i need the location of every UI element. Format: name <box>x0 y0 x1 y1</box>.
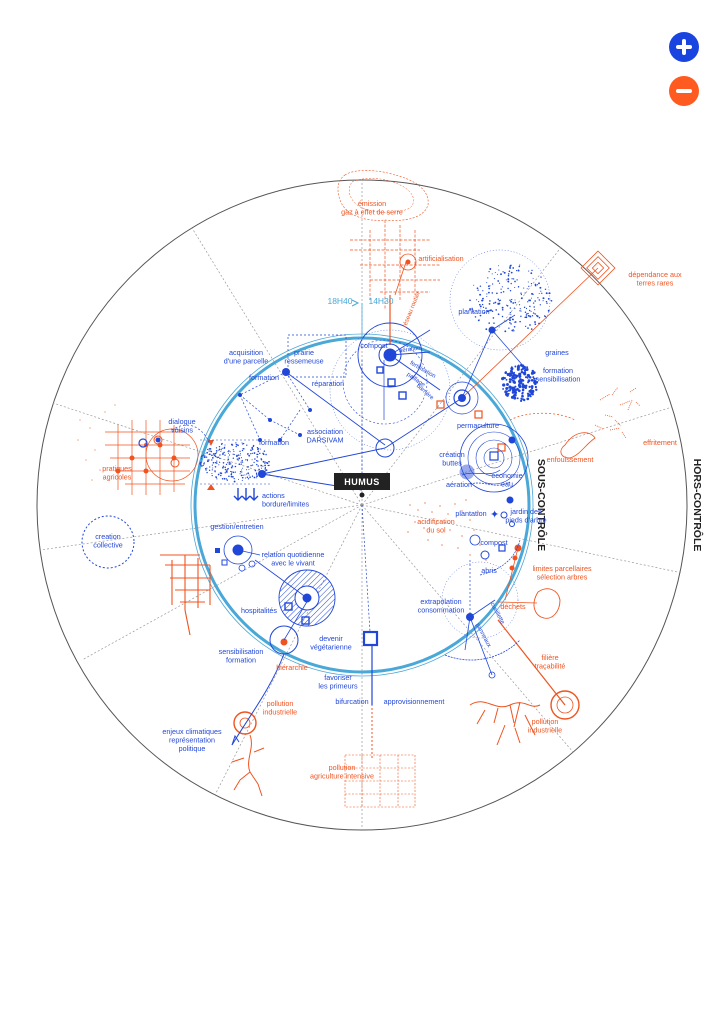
label-approvisionnement: approvisionnement <box>384 697 445 706</box>
rotated-label-aeration: aération <box>399 346 421 355</box>
label-plantation-2: plantation <box>455 509 486 518</box>
time-markers <box>351 299 363 340</box>
label-graines: graines <box>545 348 569 357</box>
time-label-1: 18H40 <box>327 296 352 306</box>
label-formation-a: formation <box>249 373 279 382</box>
zoom-in-button[interactable] <box>669 32 699 62</box>
blue-layer: ✦ <box>81 249 553 746</box>
radial-spokes <box>39 180 683 830</box>
svg-text:✦: ✦ <box>490 509 499 521</box>
label-bifurcation: bifurcation <box>335 697 368 706</box>
rotated-label-barriere: barrière <box>415 383 435 402</box>
orange-layer <box>77 170 641 808</box>
label-aeration-2: aération <box>446 480 472 489</box>
label-hierarchie: hiérarchie <box>276 663 308 672</box>
time-label-2: 14H30 <box>368 296 393 306</box>
label-gestion-entretien: gestion/entretien <box>210 522 263 531</box>
text-layer: HUMUS SOUS-CONTRÔLE HORS-CONTRÔLE 18H40 14H3… <box>93 199 704 780</box>
label-permaculture: permaculture <box>457 421 499 430</box>
seed-dots <box>469 264 553 333</box>
label-reparation: réparation <box>312 379 344 388</box>
center-label: HUMUS <box>344 477 380 487</box>
rotated-label-reseau-routier: réseau routier <box>401 290 422 328</box>
label-artificialisation: artificialisation <box>418 254 463 263</box>
ring-label-sous-controle: SOUS-CONTRÔLE <box>535 459 548 551</box>
label-formation-b: formation <box>259 438 289 447</box>
label-compost-2: compost <box>480 538 507 547</box>
label-abris: abris <box>481 566 497 575</box>
center-node <box>334 473 390 498</box>
label-compost-top: compost <box>360 341 387 350</box>
label-enfouissement: enfouissement <box>547 455 594 464</box>
ring-label-hors-controle: HORS-CONTRÔLE <box>691 459 704 552</box>
label-plantation-top: plantation <box>458 307 489 316</box>
label-dechets: déchets <box>500 602 526 611</box>
zoom-out-button[interactable] <box>669 76 699 106</box>
label-hospitalites: hospitalités <box>241 606 277 615</box>
label-effritement: effritement <box>643 438 677 447</box>
